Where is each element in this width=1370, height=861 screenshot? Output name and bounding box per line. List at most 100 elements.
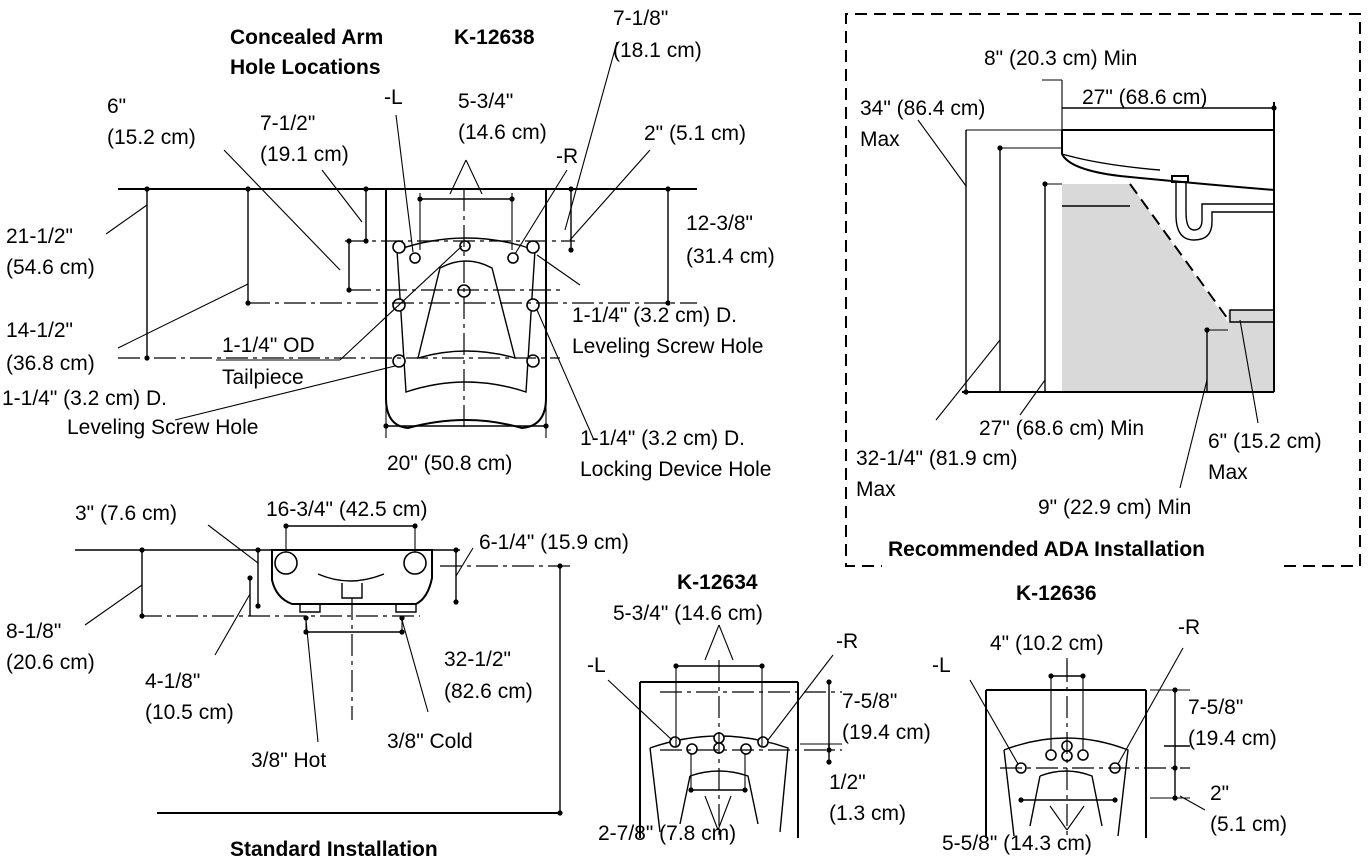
k12638-dim-7-1-2: 7-1/2" xyxy=(260,112,315,135)
ada-knee-clearance xyxy=(1062,184,1274,392)
standard-dim-32-1-2-cm: (82.6 cm) xyxy=(444,680,533,703)
k12638-locking-line1: 1-1/4" (3.2 cm) D. xyxy=(580,427,745,450)
k12634-bowl xyxy=(679,770,759,825)
k12634-model: K-12634 xyxy=(677,571,758,594)
k12636-dim-7-5-8: 7-5/8" xyxy=(1188,696,1243,719)
k12638-leveling-right-line2: Leveling Screw Hole xyxy=(572,335,763,358)
k12636-rim xyxy=(1003,737,1129,837)
ada-dim-34: 34" (86.4 cm) xyxy=(860,97,985,120)
k12638-dim-20: 20" (50.8 cm) xyxy=(387,452,512,475)
standard-hot-label: 3/8" Hot xyxy=(251,749,326,772)
k12634-faucet-right xyxy=(740,743,752,755)
k12634-rim xyxy=(649,735,789,833)
k12638-bowl xyxy=(417,260,516,360)
standard-drain xyxy=(341,583,363,599)
k12638-dim-7-1-8-cm: (18.1 cm) xyxy=(613,39,702,62)
standard-dim-6-1-4: 6-1/4" (15.9 cm) xyxy=(479,531,629,554)
standard-cold-label: 3/8" Cold xyxy=(387,730,473,753)
ada-apron-bracket xyxy=(1229,309,1275,323)
k12638-leveling-hole-top-right xyxy=(526,240,540,254)
k12638-dim-21-1-2: 21-1/2" xyxy=(6,225,73,248)
k12638-dim-5-3-4-cm: (14.6 cm) xyxy=(458,121,547,144)
k12638-top-view: Concealed Arm Hole Locations K-12638 6" … xyxy=(2,7,775,481)
k12638-sink-outline xyxy=(385,189,547,430)
standard-dim-8-1-8-cm: (20.6 cm) xyxy=(6,651,95,674)
k12636-label-r: -R xyxy=(1178,616,1200,639)
k12634-dim-1-2-cm: (1.3 cm) xyxy=(829,802,906,825)
ada-ptrap xyxy=(1175,182,1274,241)
ada-clearance-diagonal xyxy=(1129,183,1231,323)
ada-dim-34-max: Max xyxy=(860,128,900,151)
ada-sink-body xyxy=(1061,129,1275,191)
k12636-dim-2-cm: (5.1 cm) xyxy=(1210,813,1287,836)
k12638-leveling-hole-bottom-right xyxy=(526,354,540,368)
k12638-label-l: -L xyxy=(384,86,403,109)
standard-dim-8-1-8: 8-1/8" xyxy=(6,620,61,643)
k12638-faucet-hole-right xyxy=(507,252,519,264)
ada-dim-27-min: 27" (68.6 cm) Min xyxy=(979,417,1144,440)
k12638-heading-line1: Concealed Arm xyxy=(230,26,383,49)
ada-dim-27: 27" (68.6 cm) xyxy=(1082,86,1207,109)
k12638-dim-6-cm: (15.2 cm) xyxy=(107,126,196,149)
ada-dim-6-max-label: Max xyxy=(1208,461,1248,484)
k12636-dim-2: 2" xyxy=(1210,782,1229,805)
k12634-dim-7-5-8: 7-5/8" xyxy=(842,690,897,713)
k12634-dim-2-7-8: 2-7/8" (7.8 cm) xyxy=(598,822,736,845)
k12638-dim-7-1-8: 7-1/8" xyxy=(613,7,668,30)
k12638-dim-14-1-2: 14-1/2" xyxy=(6,319,73,342)
k12638-leveling-left-line1: 1-1/4" (3.2 cm) D. xyxy=(2,387,167,410)
k12634-left-leveling-hole xyxy=(669,736,681,748)
k12634-dim-1-2: 1/2" xyxy=(829,771,866,794)
k12638-dim-7-1-2-cm: (19.1 cm) xyxy=(260,143,349,166)
ada-dim-9-min: 9" (22.9 cm) Min xyxy=(1038,496,1191,519)
k12638-dim-14-1-2-cm: (36.8 cm) xyxy=(6,352,95,375)
standard-dim-32-1-2: 32-1/2" xyxy=(444,648,511,671)
k12638-sink-rim xyxy=(396,237,536,393)
k12634-dim-7-5-8-cm: (19.4 cm) xyxy=(842,721,931,744)
k12638-leveling-hole-bottom-left xyxy=(392,354,406,368)
ada-dim-6-max: 6" (15.2 cm) xyxy=(1208,430,1322,453)
k12634-dim-5-3-4: 5-3/4" (14.6 cm) xyxy=(613,602,763,625)
k12638-dim-12-3-8-cm: (31.4 cm) xyxy=(686,245,775,268)
k12638-leveling-hole-top-left xyxy=(392,240,406,254)
ada-sink-inner xyxy=(1061,153,1161,171)
k12638-tailpiece-line1: 1-1/4" OD xyxy=(222,334,315,357)
standard-dim-16-3-4: 16-3/4" (42.5 cm) xyxy=(266,498,428,521)
k12636-view: K-12636 4" (10.2 cm) -L -R 7-5/8" (19.4 … xyxy=(932,582,1287,855)
k12638-tailpiece-line2: Tailpiece xyxy=(222,366,304,389)
standard-dim-4-1-8-cm: (10.5 cm) xyxy=(145,701,234,724)
standard-right-leveling-hole xyxy=(403,551,427,575)
k12636-model: K-12636 xyxy=(1016,582,1097,605)
k12636-outline xyxy=(985,689,1147,838)
ada-dashed-border xyxy=(845,13,1361,567)
k12638-dim-21-1-2-cm: (54.6 cm) xyxy=(6,256,95,279)
k12634-view: K-12634 5-3/4" (14.6 cm) -L -R 7-5/8" (1… xyxy=(587,571,931,845)
k12638-dim-2: 2" (5.1 cm) xyxy=(644,122,746,145)
k12634-label-l: -L xyxy=(587,654,606,677)
ada-installation: 8" (20.3 cm) Min 27" (68.6 cm) 34" (86.4… xyxy=(845,13,1361,567)
k12634-label-r: -R xyxy=(836,630,858,653)
ada-drain xyxy=(1171,175,1189,183)
standard-supply-stubs xyxy=(299,603,417,613)
k12636-dim-5-5-8: 5-5/8" (14.3 cm) xyxy=(942,832,1092,855)
k12636-dim-7-5-8-cm: (19.4 cm) xyxy=(1188,727,1277,750)
k12638-leveling-right-line1: 1-1/4" (3.2 cm) D. xyxy=(572,304,737,327)
k12638-locking-line2: Locking Device Hole xyxy=(580,458,771,481)
ada-dim-32-1-4-max: Max xyxy=(856,478,896,501)
k12638-dim-5-3-4: 5-3/4" xyxy=(458,90,513,113)
standard-left-leveling-hole xyxy=(274,551,298,575)
k12636-faucet-right xyxy=(1077,749,1089,761)
k12636-dim-4: 4" (10.2 cm) xyxy=(990,632,1104,655)
k12638-leveling-left-line2: Leveling Screw Hole xyxy=(67,416,258,439)
k12638-heading-line2: Hole Locations xyxy=(230,56,381,79)
standard-bowl-bottom xyxy=(317,573,385,582)
k12636-faucet-left xyxy=(1045,749,1057,761)
standard-dim-4-1-8: 4-1/8" xyxy=(145,670,200,693)
k12636-bowl xyxy=(1029,770,1103,827)
k12638-faucet-hole-left xyxy=(409,252,421,264)
k12634-faucet-left xyxy=(686,743,698,755)
standard-installation: 3" (7.6 cm) 16-3/4" (42.5 cm) 6-1/4" (15… xyxy=(6,498,629,861)
k12638-label-r: -R xyxy=(556,145,578,168)
